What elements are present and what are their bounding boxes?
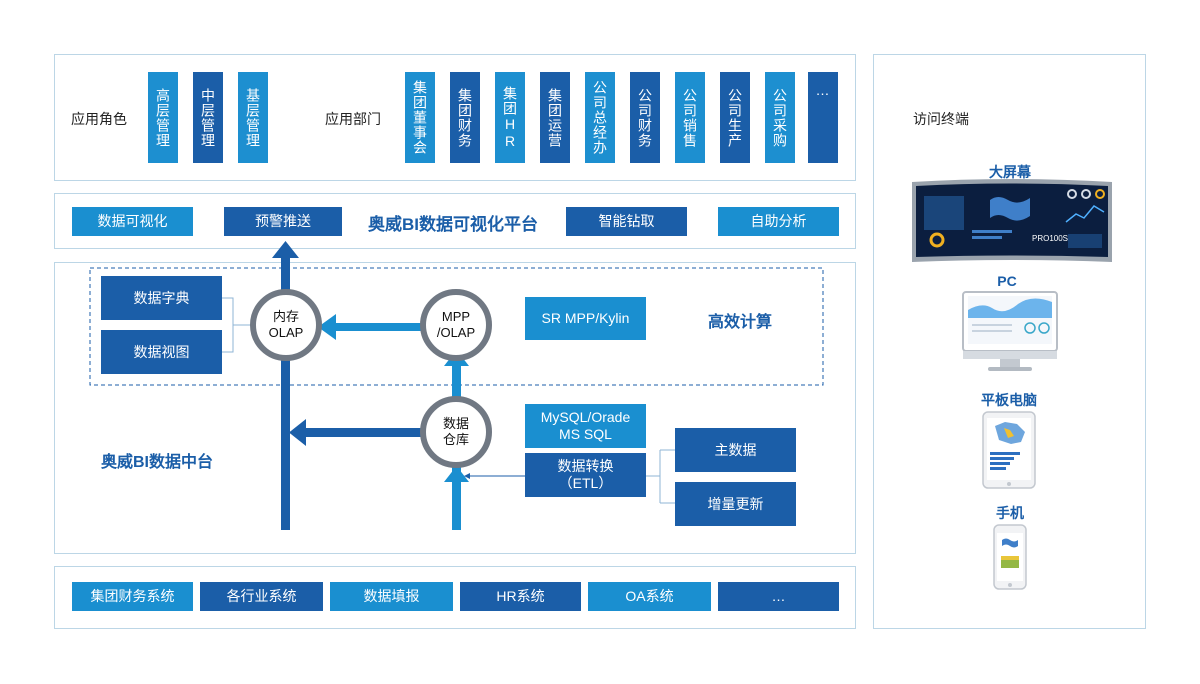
terminal-pc-label: PC bbox=[997, 273, 1017, 289]
data-dictionary-box: 数据字典 bbox=[101, 276, 222, 320]
system-data-entry: 数据填报 bbox=[330, 582, 453, 611]
memory-olap-node: 内存 OLAP bbox=[250, 289, 322, 361]
feature-self-analysis: 自助分析 bbox=[718, 207, 839, 236]
phone-icon bbox=[993, 524, 1027, 590]
bigscreen-icon bbox=[912, 179, 1112, 262]
dept-item-group-finance: 集团财务 bbox=[450, 72, 480, 163]
mpp-to-memory-arrowhead bbox=[318, 314, 336, 340]
dept-item-group-ops: 集团运营 bbox=[540, 72, 570, 163]
data-warehouse-node: 数据 仓库 bbox=[420, 396, 492, 468]
roles-label: 应用角色 bbox=[71, 111, 127, 127]
tablet-icon bbox=[982, 411, 1036, 489]
mpp-to-memory-flow bbox=[334, 323, 424, 331]
dept-item-sales: 公司销售 bbox=[675, 72, 705, 163]
etl-connector-arrowhead bbox=[464, 473, 470, 479]
terminals-label: 访问终端 bbox=[913, 111, 969, 127]
system-oa: OA系统 bbox=[588, 582, 711, 611]
terminal-phone-label: 手机 bbox=[996, 505, 1024, 521]
dept-item-more: … bbox=[808, 72, 838, 163]
dept-item-board: 集团董事会 bbox=[405, 72, 435, 163]
terminal-bigscreen-label: 大屏幕 bbox=[989, 164, 1031, 180]
etl-bracket bbox=[646, 449, 675, 504]
dept-item-production: 公司生产 bbox=[720, 72, 750, 163]
main-up-arrowhead bbox=[272, 241, 299, 258]
feature-alert-push: 预警推送 bbox=[224, 207, 342, 236]
middle-platform-title: 奥威BI数据中台 bbox=[101, 454, 214, 471]
system-group-finance: 集团财务系统 bbox=[72, 582, 193, 611]
dept-item-group-hr: 集团HR bbox=[495, 72, 525, 163]
compute-dashed-frame bbox=[89, 267, 824, 386]
dict-view-bracket bbox=[222, 297, 252, 353]
feature-visualization: 数据可视化 bbox=[72, 207, 193, 236]
compute-title: 高效计算 bbox=[708, 314, 773, 331]
warehouse-to-main-arrowhead bbox=[289, 419, 306, 446]
role-item-middle: 中层管理 bbox=[193, 72, 223, 163]
etl-box: 数据转换 （ETL） bbox=[525, 453, 646, 497]
platform-title: 奥威BI数据可视化平台 bbox=[368, 215, 538, 234]
incremental-update-box: 增量更新 bbox=[675, 482, 796, 526]
dept-item-purchasing: 公司采购 bbox=[765, 72, 795, 163]
dept-item-gm-office: 公司总经办 bbox=[585, 72, 615, 163]
sr-mpp-kylin-box: SR MPP/Kylin bbox=[525, 297, 646, 340]
data-view-box: 数据视图 bbox=[101, 330, 222, 374]
terminal-tablet-label: 平板电脑 bbox=[981, 392, 1037, 408]
mpp-olap-node: MPP /OLAP bbox=[420, 289, 492, 361]
system-more: … bbox=[718, 582, 839, 611]
system-hr: HR系统 bbox=[460, 582, 581, 611]
role-item-senior: 高层管理 bbox=[148, 72, 178, 163]
pc-icon bbox=[962, 291, 1058, 371]
database-sources-box: MySQL/Orade MS SQL bbox=[525, 404, 646, 448]
role-item-basic: 基层管理 bbox=[238, 72, 268, 163]
master-data-box: 主数据 bbox=[675, 428, 796, 472]
warehouse-up-arrowhead-bottom bbox=[444, 466, 469, 482]
bigscreen-text: PRO100S bbox=[1032, 234, 1068, 243]
feature-drilldown: 智能钻取 bbox=[566, 207, 687, 236]
system-industry: 各行业系统 bbox=[200, 582, 323, 611]
dept-item-company-finance: 公司财务 bbox=[630, 72, 660, 163]
main-vertical-flow bbox=[281, 256, 290, 530]
warehouse-to-main-flow bbox=[305, 428, 423, 437]
departments-label: 应用部门 bbox=[325, 111, 381, 127]
